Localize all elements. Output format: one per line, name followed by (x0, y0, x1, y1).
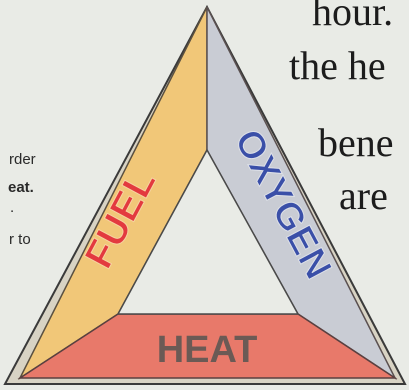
triangle-inner-space (116, 148, 300, 315)
article-right-line-1: hour. (312, 0, 394, 34)
article-right-line-3: bene (318, 120, 394, 165)
article-right-line-2: the he (289, 43, 386, 88)
article-left-line-3: . (10, 199, 15, 216)
article-left-line-2: eat. (8, 179, 34, 196)
article-right-line-4: are (339, 173, 388, 218)
article-left-line-4: r to (9, 231, 31, 248)
article-left-line-1: rder (9, 151, 36, 168)
heat-label: HEAT (157, 329, 258, 371)
